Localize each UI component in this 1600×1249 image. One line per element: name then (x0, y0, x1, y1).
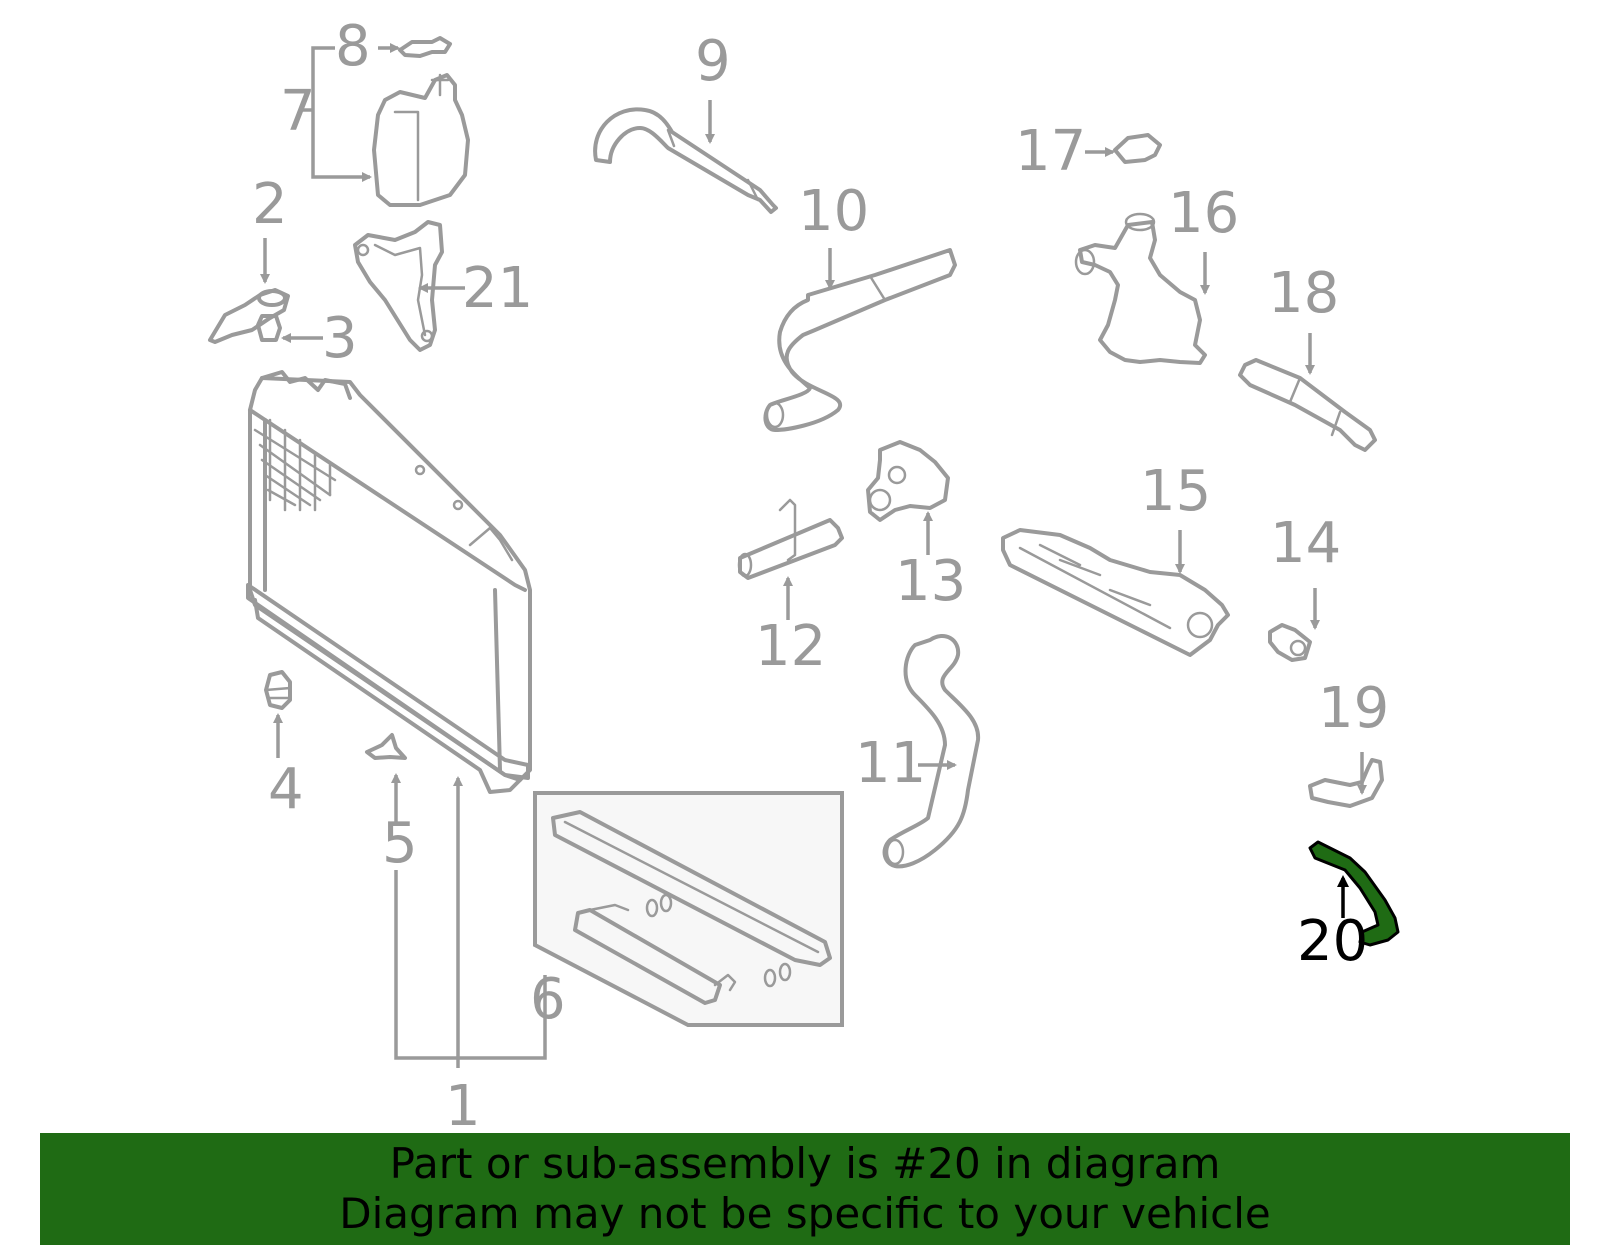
part-cap-17[interactable] (1113, 133, 1162, 164)
part-bracket-21[interactable] (353, 220, 444, 352)
part-bypass-hose[interactable] (1238, 358, 1377, 452)
info-banner: Part or sub-assembly is #20 in diagram D… (40, 1133, 1570, 1245)
part-thermostat-housing[interactable] (866, 440, 950, 522)
part-water-outlet[interactable] (1001, 528, 1230, 657)
callout-20[interactable]: 20 (1297, 909, 1368, 974)
part-upper-mount[interactable] (208, 288, 290, 344)
callout-labels: 1 2 3 4 5 6 7 8 9 10 11 12 13 14 15 16 1… (252, 14, 1389, 1139)
callout-21[interactable]: 21 (462, 256, 533, 321)
part-inlet-pipe[interactable] (737, 498, 844, 580)
callout-8[interactable]: 8 (335, 14, 371, 79)
part-lower-cushion[interactable] (264, 670, 292, 710)
callout-15[interactable]: 15 (1140, 459, 1211, 524)
part-hose-20-highlighted[interactable] (1308, 840, 1400, 947)
callout-9[interactable]: 9 (695, 29, 731, 94)
callout-5[interactable]: 5 (382, 811, 418, 876)
callout-17[interactable]: 17 (1015, 119, 1086, 184)
part-reservoir-cap[interactable] (398, 36, 452, 58)
banner-line-part-number: Part or sub-assembly is #20 in diagram (389, 1139, 1221, 1188)
part-cushion[interactable] (256, 314, 282, 342)
callout-18[interactable]: 18 (1268, 261, 1339, 326)
callout-19[interactable]: 19 (1318, 676, 1389, 741)
part-hose-19[interactable] (1308, 758, 1384, 808)
part-oil-cooler[interactable] (533, 791, 844, 1027)
callout-16[interactable]: 16 (1168, 181, 1239, 246)
callout-11[interactable]: 11 (855, 731, 926, 796)
part-sensor[interactable] (1268, 623, 1312, 662)
part-clip[interactable] (365, 733, 407, 760)
callout-4[interactable]: 4 (268, 757, 304, 822)
callout-10[interactable]: 10 (798, 179, 869, 244)
part-lower-hose[interactable] (882, 634, 981, 869)
leader-lines (260, 43, 1367, 1068)
callout-14[interactable]: 14 (1270, 511, 1341, 576)
callout-12[interactable]: 12 (755, 614, 826, 679)
part-reservoir[interactable] (372, 73, 470, 207)
callout-7[interactable]: 7 (280, 79, 316, 144)
part-hose-9[interactable] (593, 107, 778, 214)
callout-6[interactable]: 6 (530, 967, 566, 1032)
callout-1[interactable]: 1 (445, 1074, 481, 1139)
part-water-inlet-housing[interactable] (1074, 212, 1207, 365)
part-upper-hose[interactable] (763, 248, 957, 432)
part-radiator[interactable] (246, 370, 532, 794)
callout-3[interactable]: 3 (322, 306, 358, 371)
callout-2[interactable]: 2 (252, 172, 288, 237)
banner-line-disclaimer: Diagram may not be specific to your vehi… (339, 1189, 1271, 1238)
callout-13[interactable]: 13 (895, 549, 966, 614)
